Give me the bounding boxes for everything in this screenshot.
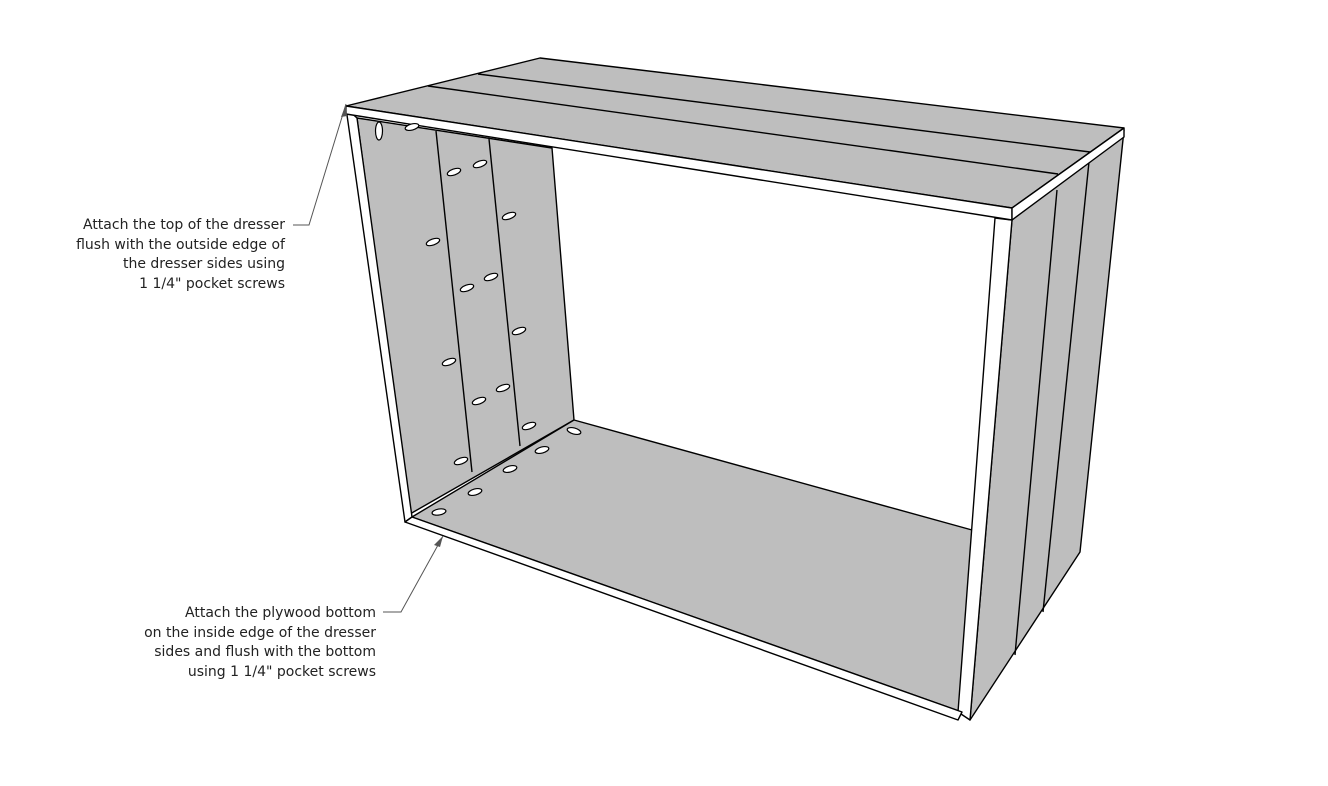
pocket-hole [511,326,527,336]
right-side-plank-seam [1014,189,1058,656]
pocket-hole [467,487,483,497]
pocket-hole [453,456,469,466]
top-plank-seam [427,85,1059,175]
callout-line: on the inside edge of the dresser [144,624,376,641]
pocket-hole [471,396,487,406]
pocket-hole [495,383,511,393]
pocket-hole [483,272,499,282]
pocket-hole [374,121,384,141]
right-side-plank-seam [1042,151,1091,613]
callout-line: sides and flush with the bottom [154,644,376,660]
pocket-hole [521,421,537,431]
callout-line: using 1 1/4" pocket screws [187,663,376,680]
top-attachment-callout: Attach the top of the dresser flush with… [40,216,285,294]
bottom-callout-leader [383,535,444,613]
bottom-callout-arrowhead [434,536,443,547]
pocket-hole [534,445,550,455]
callout-line: Attach the plywood bottom [185,605,376,621]
pocket-hole [431,508,447,516]
callout-line: Attach the top of the dresser [82,217,285,233]
pocket-hole [566,426,582,436]
top-callout-leader [293,103,347,226]
bottom-front-edge [404,516,963,721]
callout-line: the dresser sides using [122,256,285,272]
top-plank-seam [477,73,1091,153]
pocket-hole [441,357,457,367]
left-side-plank-seam [435,130,473,473]
top-right-edge [1011,127,1125,221]
left-side-plank-seam [488,138,521,447]
pocket-hole [502,464,518,474]
top-callout-arrowhead [341,104,347,117]
pocket-hole [459,283,475,293]
pocket-hole [472,159,488,169]
bottom-attachment-callout: Attach the plywood bottom on the inside … [90,604,376,682]
pocket-hole [425,237,441,247]
pocket-hole [446,167,462,177]
pocket-holes [374,121,582,516]
pocket-hole [404,122,420,132]
callout-line: 1 1/4" pocket screws [139,275,285,292]
pocket-hole [501,211,517,221]
callout-line: flush with the outside edge of [76,236,285,253]
